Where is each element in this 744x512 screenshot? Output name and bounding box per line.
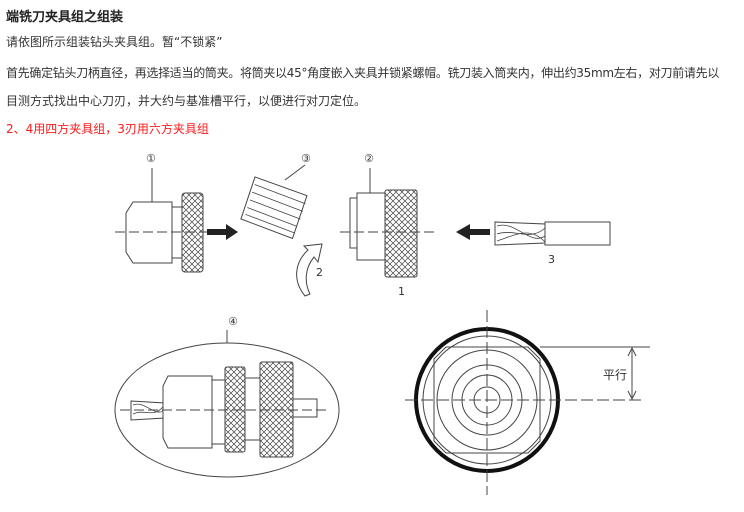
holder-part-1 — [115, 168, 210, 273]
rotate-arrow-icon — [296, 243, 323, 297]
collet-part-3 — [240, 176, 308, 240]
callout-4: ④ — [228, 315, 238, 328]
step-label-1: 1 — [398, 285, 405, 298]
instruction-paragraph: 首先确定钻头刀柄直径，再选择适当的筒夹。将筒夹以45°角度嵌入夹具并锁紧螺帽。铣… — [6, 66, 720, 80]
callout-1: ① — [146, 152, 156, 165]
step-label-2: 2 — [316, 266, 323, 279]
page-title: 端铣刀夹具组之组装 — [6, 10, 124, 25]
assembled-holder-part-4 — [114, 330, 340, 478]
parallel-label: 平行 — [603, 368, 627, 382]
nut-part-2 — [340, 168, 436, 278]
callout-3: ③ — [301, 152, 311, 165]
arrow-left-icon — [456, 224, 490, 240]
end-mill-part — [494, 221, 611, 246]
instruction-paragraph: 请依图所示组装钻头夹具组。暂“不锁紧” — [6, 35, 223, 49]
note-text: 2、4用四方夹具组，3刃用六方夹具组 — [6, 122, 209, 136]
step-label-3: 3 — [548, 253, 555, 266]
front-view — [405, 310, 650, 495]
arrow-right-icon — [207, 224, 238, 240]
callout-2: ② — [364, 152, 374, 165]
instruction-paragraph: 目测方式找出中心刀刃，并大约与基准槽平行，以便进行对刀定位。 — [6, 94, 367, 108]
